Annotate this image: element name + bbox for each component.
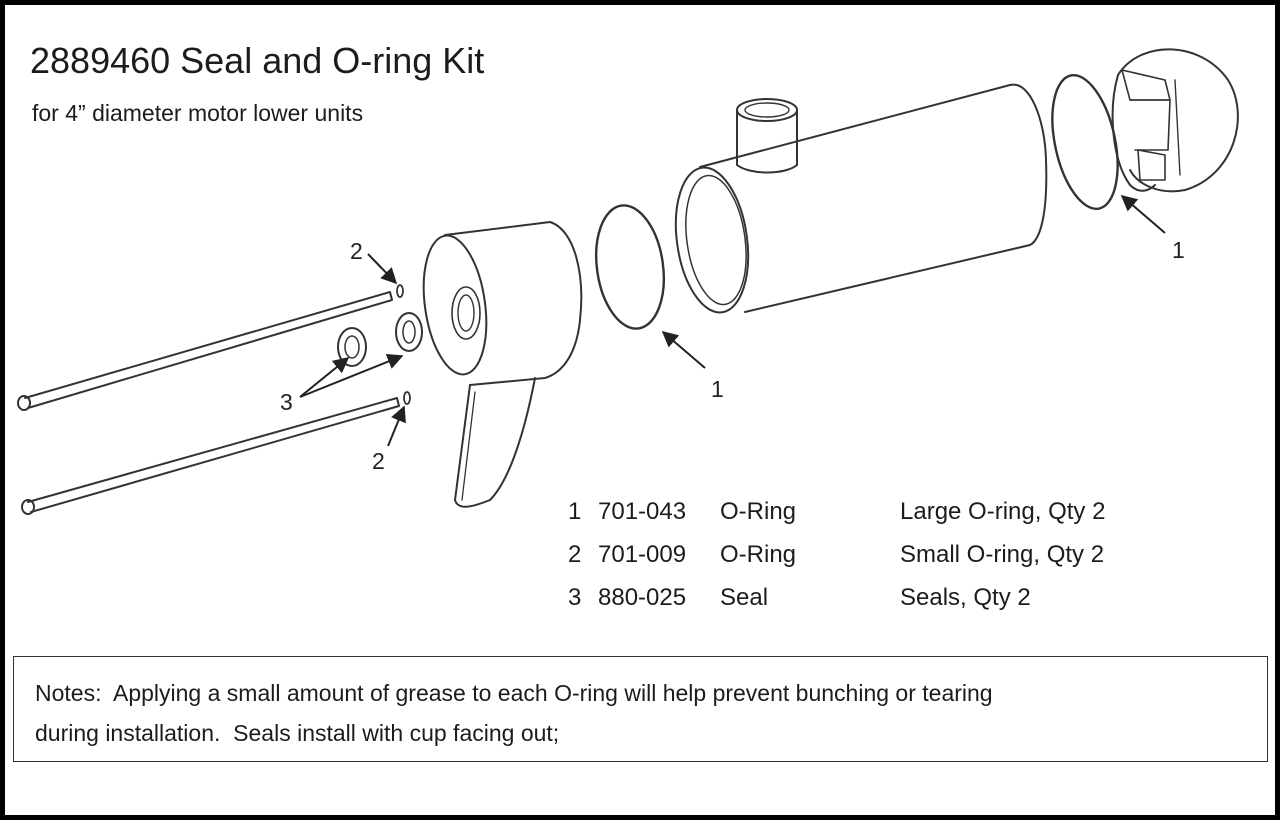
part-type: Seal: [720, 584, 769, 611]
callout-arrow-small-top: [367, 253, 398, 285]
callout-arrow-oring-left: [661, 330, 706, 369]
part-item-number: 2: [568, 541, 582, 568]
small-oring-bottom: [403, 391, 411, 405]
small-oring-top: [396, 284, 404, 298]
part-number: 880-025: [598, 584, 687, 611]
part-type: O-Ring: [720, 541, 797, 568]
large-oring-left: [595, 204, 665, 330]
callout-arrow-oring-right: [1120, 194, 1166, 234]
through-bolt-top: [17, 291, 393, 411]
large-oring-right: [1051, 73, 1119, 211]
seal-right: [395, 312, 423, 352]
part-description: Seals, Qty 2: [900, 584, 1031, 611]
seal-left: [337, 327, 367, 367]
callout-arrow-small-bottom: [387, 405, 406, 447]
callout-arrow-seal-right: [299, 353, 404, 398]
callout-label-small-bottom: 2: [372, 448, 385, 474]
notes-line-2: during installation. Seals install with …: [35, 720, 560, 746]
part-item-number: 1: [568, 498, 582, 525]
end-cap: [422, 221, 583, 508]
through-bolt-bottom: [21, 397, 400, 515]
motor-housing: [674, 83, 1048, 314]
nose-cone: [1111, 48, 1239, 193]
notes-box: Notes: Applying a small amount of grease…: [13, 656, 1268, 762]
part-description: Large O-ring, Qty 2: [900, 498, 1106, 525]
callout-label-seal: 3: [280, 389, 293, 415]
part-description: Small O-ring, Qty 2: [900, 541, 1105, 568]
part-number: 701-009: [598, 541, 687, 568]
callout-label-oring-right: 1: [1172, 237, 1185, 263]
part-item-number: 3: [568, 584, 582, 611]
kit-subtitle: for 4” diameter motor lower units: [32, 100, 364, 126]
callout-label-oring-left: 1: [711, 376, 724, 402]
callout-label-small-top: 2: [350, 238, 363, 264]
part-type: O-Ring: [720, 498, 797, 525]
kit-title: 2889460 Seal and O-ring Kit: [30, 40, 485, 81]
callout-arrow-seal-left: [299, 356, 350, 398]
part-number: 701-043: [598, 498, 687, 525]
notes-line-1: Notes: Applying a small amount of grease…: [35, 680, 993, 706]
